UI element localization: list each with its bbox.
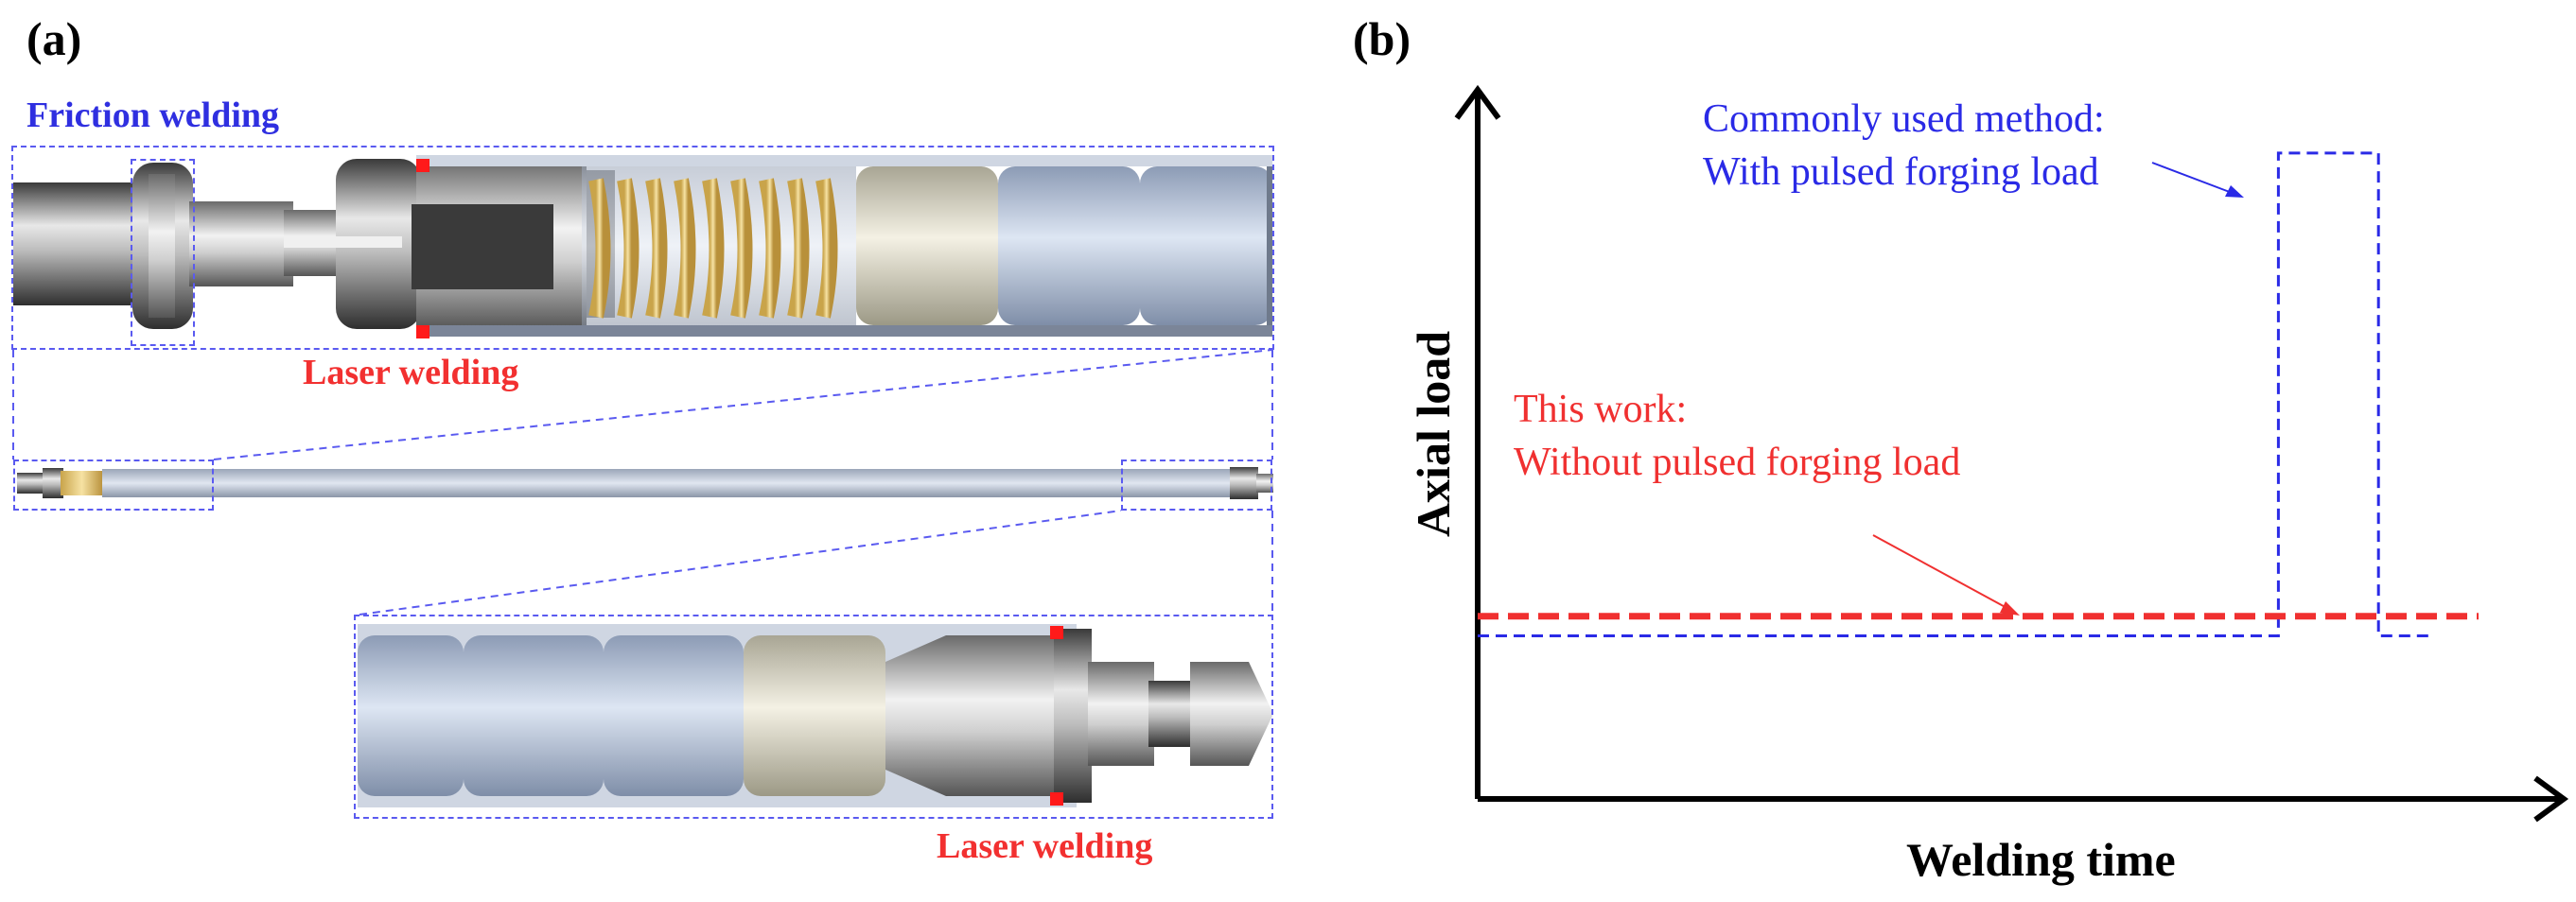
top-enlarged-rod	[13, 155, 1272, 338]
series-line-0	[1478, 151, 2429, 637]
bottom-zoom-frame	[354, 615, 1273, 819]
top-zoom-frame	[11, 146, 1274, 350]
zoom-connector-lines	[12, 349, 1273, 616]
x-axis-title: Welding time	[1906, 833, 2176, 886]
laser-welding-bottom-label: Laser welding	[937, 826, 1153, 866]
annotation-red-line2: Without pulsed forging load	[1514, 441, 1961, 484]
full-rod	[17, 467, 1273, 499]
annotation-red: This work: Without pulsed forging load	[1514, 383, 1960, 489]
annotation-blue-line1: Commonly used method:	[1703, 97, 2105, 141]
bottom-enlarged-rod	[358, 624, 1273, 807]
chart-axes	[1454, 84, 2569, 823]
full-rod-right-box	[1121, 460, 1272, 511]
blue-annotation-arrow	[2151, 162, 2244, 198]
panel-b-label: (b)	[1353, 12, 1411, 65]
friction-welding-label: Friction welding	[26, 95, 280, 135]
annotation-blue: Commonly used method: With pulsed forgin…	[1703, 93, 2105, 199]
laser-welding-top-label: Laser welding	[303, 353, 519, 392]
y-axis-title: Axial load	[1407, 330, 1460, 538]
annotation-blue-line2: With pulsed forging load	[1703, 150, 2099, 194]
friction-weld-box	[131, 159, 195, 346]
panel-a-label: (a)	[26, 12, 82, 65]
annotation-red-line1: This work:	[1514, 388, 1688, 431]
full-rod-left-box	[13, 460, 214, 511]
red-annotation-arrow	[1872, 534, 2020, 616]
